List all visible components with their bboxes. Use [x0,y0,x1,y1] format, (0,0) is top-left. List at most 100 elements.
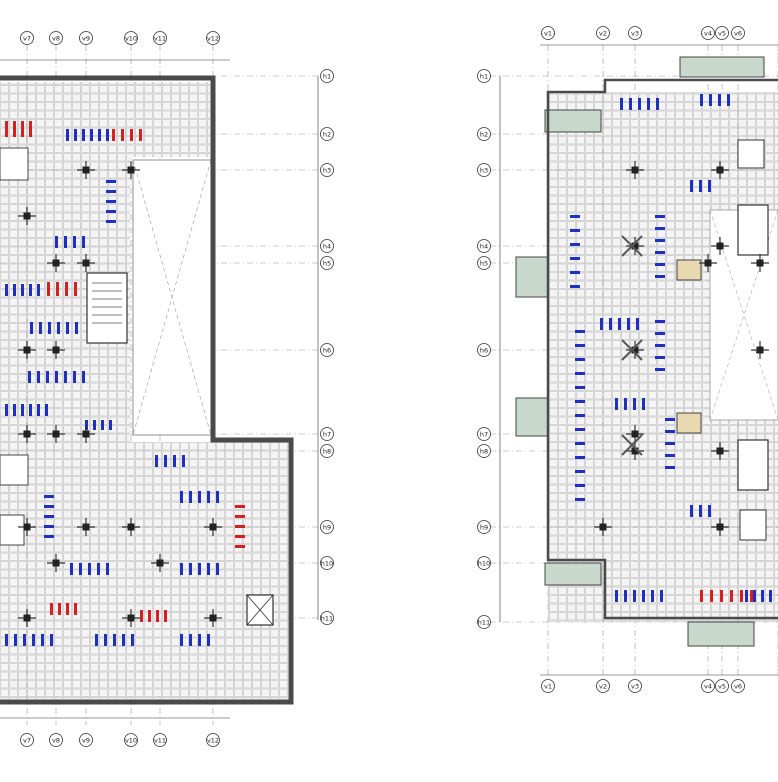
right-axis-top-v1: v1 [542,27,555,40]
marked-stall [50,603,53,615]
right-axis-top-v3-label: v3 [631,30,639,38]
marked-stall [570,285,580,288]
marked-stall [730,590,733,602]
marked-stall [745,590,748,602]
left-axis-bottom-v11: v11 [154,734,167,747]
marked-stall [207,563,210,575]
marked-stall [64,236,67,248]
right-axis-left-h10-label: h10 [478,560,490,568]
left-axis-bottom-v8-label: v8 [52,737,60,745]
marked-stall [55,236,58,248]
planter [688,622,754,646]
marked-stall [655,227,665,230]
left-axis-right-h8: h8 [321,445,334,458]
stair-core-icon [738,205,768,255]
right-axis-bottom-v5-label: v5 [718,683,726,691]
marked-stall [769,590,772,602]
stair-core-icon [738,440,768,490]
marked-stall [55,371,58,383]
marked-stall [106,180,116,183]
marked-stall [75,322,78,334]
marked-stall [21,404,24,416]
marked-stall [570,257,580,260]
right-axis-bottom-v4-label: v4 [704,683,712,691]
left-axis-right-h9-label: h9 [323,524,331,532]
marked-stall [37,371,40,383]
marked-stall [575,470,585,473]
marked-stall [708,505,711,517]
marked-stall [148,610,151,622]
right-axis-left-h4-label: h4 [480,243,488,251]
marked-stall [29,284,32,296]
marked-stall [106,210,116,213]
marked-stall [638,98,641,110]
marked-stall [180,634,183,646]
marked-stall [66,322,69,334]
right-axis-left-h9-label: h9 [480,524,488,532]
marked-stall [575,358,585,361]
right-axis-left-h1-label: h1 [480,73,488,81]
marked-stall [122,634,125,646]
marked-stall [101,420,104,430]
marked-stall [198,563,201,575]
left-axis-top-v11-label: v11 [154,35,166,43]
marked-stall [235,515,245,518]
marked-stall [575,344,585,347]
marked-stall [47,282,50,296]
marked-stall [93,420,96,430]
right-parking-area [516,57,778,646]
marked-stall [13,284,16,296]
marked-stall [37,284,40,296]
left-axis-top-v8-label: v8 [52,35,60,43]
left-axis-bottom-v10-label: v10 [125,737,137,745]
left-axis-right-h5: h5 [321,257,334,270]
marked-stall [690,505,693,517]
marked-stall [761,590,764,602]
marked-stall [98,129,101,141]
marked-stall [642,398,645,410]
right-axis-bottom-v2-label: v2 [599,683,607,691]
marked-stall [106,129,109,141]
marked-stall [180,491,183,503]
left-axis-right-h4-label: h4 [323,243,331,251]
marked-stall [21,284,24,296]
marked-stall [41,634,44,646]
right-axis-top-v5: v5 [716,27,729,40]
marked-stall [665,454,675,457]
left-axis-top-v9-label: v9 [82,35,90,43]
marked-stall [82,236,85,248]
marked-stall [44,535,54,538]
marked-stall [642,590,645,602]
marked-stall [708,180,711,192]
right-axis-left-h7: h7 [478,428,491,441]
marked-stall [655,263,665,266]
marked-stall [82,371,85,383]
marked-stall [655,215,665,218]
planter [680,57,764,77]
marked-stall [65,282,68,296]
left-axis-bottom-v7-label: v7 [23,737,31,745]
marked-stall [66,603,69,615]
marked-stall [5,284,8,296]
marked-stall [58,603,61,615]
marked-stall [655,251,665,254]
left-axis-right-h1: h1 [321,70,334,83]
marked-stall [28,371,31,383]
marked-stall [575,484,585,487]
marked-stall [97,563,100,575]
left-axis-right-h3-label: h3 [323,167,331,175]
marked-stall [575,386,585,389]
marked-stall [112,129,115,141]
right-axis-top-v2-label: v2 [599,30,607,38]
right-axis-left-h11: h11 [478,616,491,629]
marked-stall [95,634,98,646]
marked-stall [700,590,703,602]
left-axis-right-h11: h11 [321,612,334,625]
marked-stall [624,590,627,602]
marked-stall [106,563,109,575]
marked-stall [665,430,675,433]
right-axis-left-h2-label: h2 [480,131,488,139]
marked-stall [79,563,82,575]
left-axis-top-v12-label: v12 [207,35,219,43]
